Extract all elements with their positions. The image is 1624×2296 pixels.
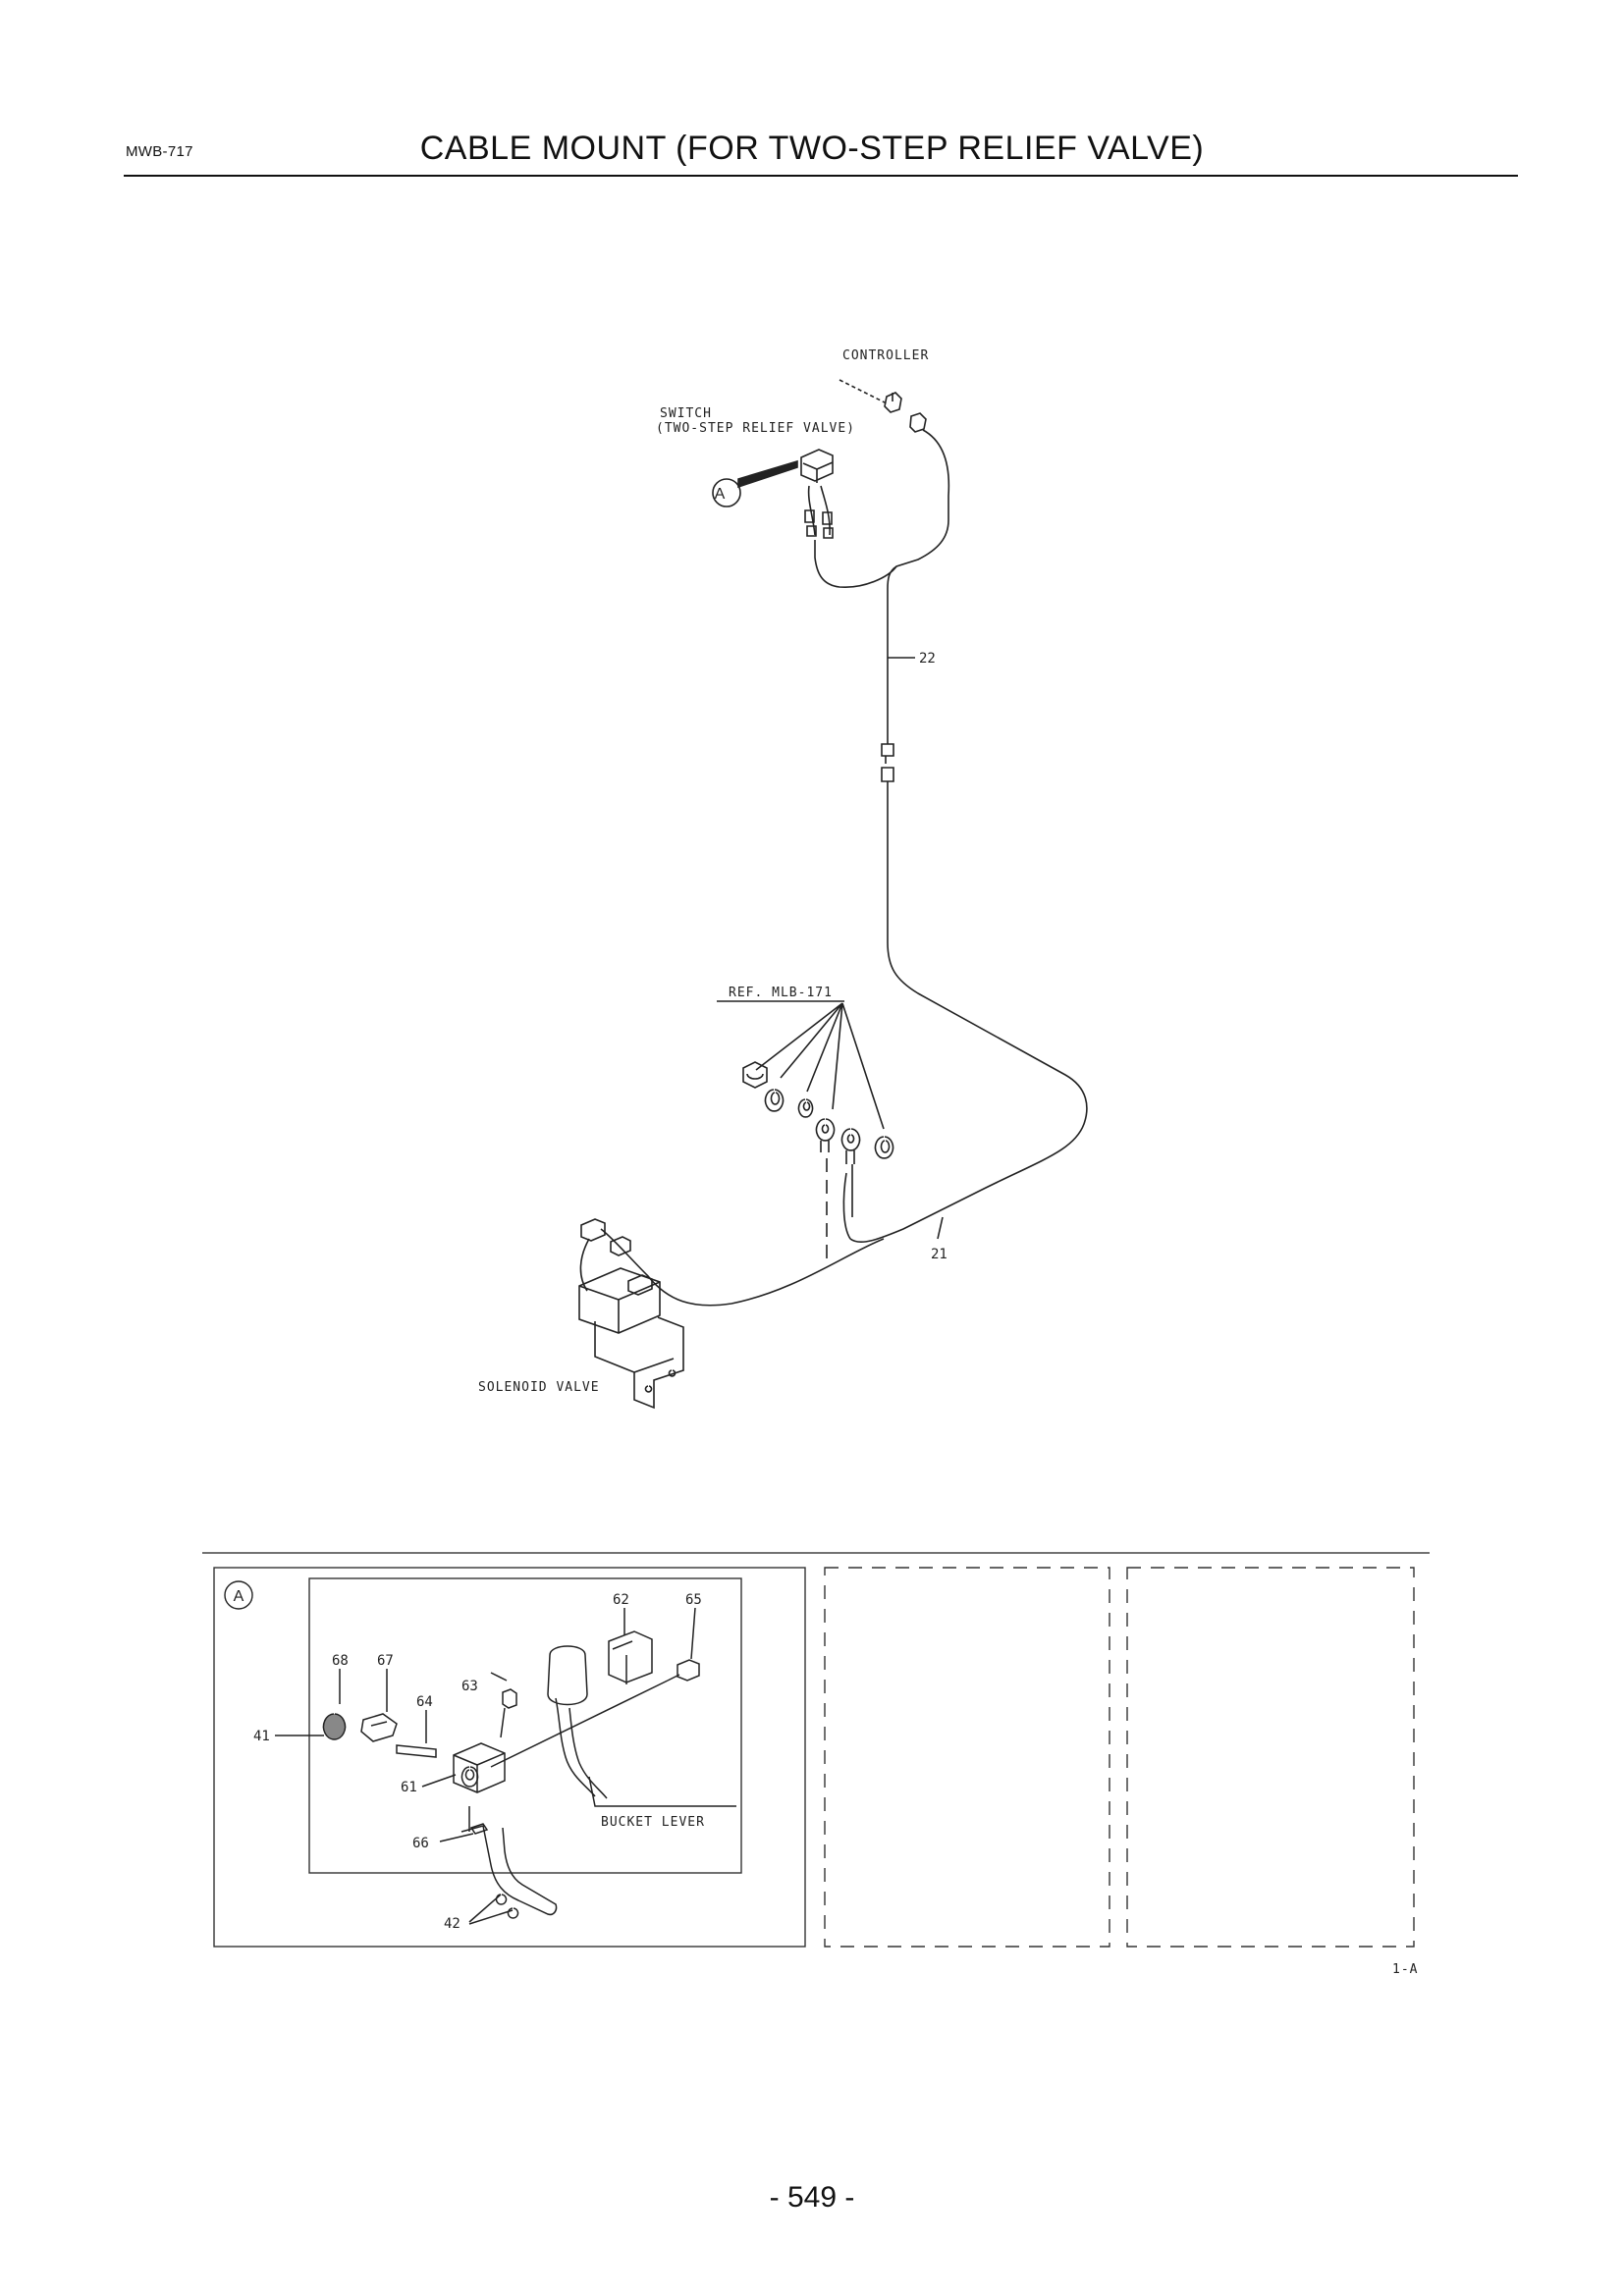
part-number-63: 63 (461, 1679, 478, 1694)
detail-a-marker: A (715, 486, 726, 503)
screw-63 (500, 1688, 517, 1738)
part-number-62: 62 (613, 1592, 629, 1608)
part-number-67: 67 (377, 1653, 394, 1669)
controller-label: CONTROLLER (842, 348, 929, 363)
mid-connector (881, 743, 894, 791)
bucket-lever-knob (547, 1645, 596, 1797)
page-code: MWB-717 (126, 143, 193, 160)
harness-22 (887, 429, 950, 744)
solenoid-valve-label: SOLENOID VALVE (478, 1380, 600, 1395)
bucket-lever-shaft (568, 1707, 608, 1799)
controller-connector-a (884, 392, 902, 413)
solenoid-bracket (594, 1316, 684, 1410)
page-number: - 549 - (769, 2181, 855, 2214)
part-number-61: 61 (401, 1780, 417, 1795)
part-number-66: 66 (412, 1836, 429, 1851)
solenoid-connector (580, 1218, 631, 1256)
harness-21 (600, 1228, 885, 1307)
empty-detail-frame-2 (1126, 1567, 1415, 1948)
part-number-64: 64 (416, 1694, 433, 1710)
part-number-22: 22 (919, 651, 936, 667)
ref-mlb-171-label: REF. MLB-171 (729, 986, 833, 1000)
part-number-21: 21 (931, 1247, 947, 1262)
ring-terminal-a (815, 1118, 836, 1152)
hex-nut (742, 1061, 768, 1089)
detail-a-frame (213, 1567, 806, 1948)
figure-code: 1-A (1392, 1962, 1418, 1977)
switch-label-line1: SWITCH (660, 406, 712, 421)
empty-detail-frame-1 (824, 1567, 1110, 1948)
solenoid-valve-body (578, 1267, 661, 1334)
page-title: CABLE MOUNT (FOR TWO-STEP RELIEF VALVE) (419, 130, 1205, 167)
switch-branch-cable (814, 540, 897, 588)
controller-dashed-leader (839, 379, 890, 405)
switch-wire-connectors (804, 509, 834, 539)
flat-washer-b (874, 1136, 894, 1159)
connector-67 (360, 1713, 398, 1742)
detail-a-frame-marker: A (234, 1588, 244, 1605)
clamp-62 (608, 1630, 653, 1684)
bucket-lever-label: BUCKET LEVER (601, 1815, 705, 1830)
cap-68 (322, 1713, 347, 1740)
switch-label-line2: (TWO-STEP RELIEF VALVE) (656, 421, 855, 436)
part-number-41: 41 (253, 1729, 270, 1744)
controller-connector-b (909, 412, 927, 433)
switch-branch-wires (807, 485, 831, 536)
bracket-42 (460, 1806, 558, 1916)
bolt-65 (667, 1659, 700, 1682)
title-divider (124, 175, 1518, 177)
switch-body-61 (453, 1742, 506, 1793)
lock-washer (764, 1089, 785, 1112)
ring-terminal-b (840, 1128, 861, 1164)
switch-body (800, 449, 834, 483)
pin-64 (396, 1744, 437, 1758)
part-number-42: 42 (444, 1916, 460, 1932)
detail-a-pointer (737, 459, 798, 489)
part-number-65: 65 (685, 1592, 702, 1608)
flat-washer-a (797, 1098, 814, 1118)
part-number-68: 68 (332, 1653, 349, 1669)
